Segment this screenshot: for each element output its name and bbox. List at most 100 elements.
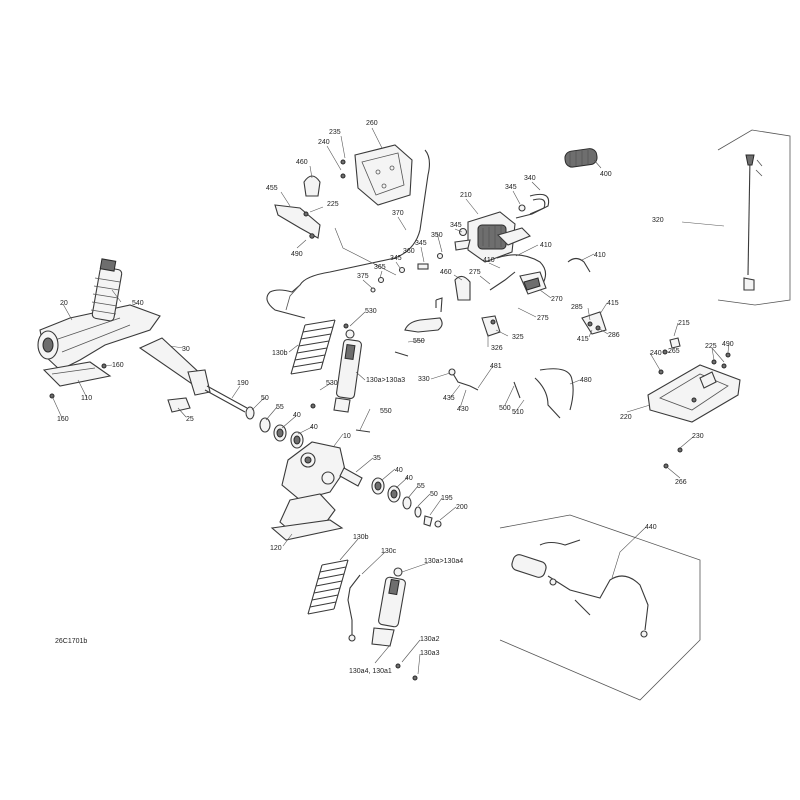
callout-340: 340 [524,175,536,182]
filter-400 [564,148,598,168]
callout-365: 365 [374,264,386,271]
callout-200: 200 [456,504,468,511]
callout-50: 50 [261,395,269,402]
hose-340 [515,193,550,219]
callout-500: 500 [499,405,511,412]
clamp-25 [167,397,191,413]
callout-160: 160 [57,416,69,423]
callout-550: 550 [413,338,425,345]
callout-375: 375 [357,273,369,280]
cable-480 [513,368,574,419]
clip-bracket-460 [303,175,321,197]
shock-absorber-540 [90,258,123,322]
callout-130b: 130b [353,534,369,541]
callout-415: 415 [607,300,619,307]
callout-320: 320 [652,217,664,224]
callout-345: 345 [450,222,462,229]
callout-510: 510 [512,409,524,416]
shock-130a-top [333,329,362,413]
callout-40: 40 [405,475,413,482]
callout-265: 265 [668,348,680,355]
coil-spring-130b-lower [307,559,349,615]
callout-130a2: 130a2 [420,636,440,643]
relay-270 [519,271,547,295]
leader-lines [51,127,730,675]
washers-lower [371,477,442,528]
clip-460b [454,275,471,301]
callout-225: 225 [705,343,717,350]
callout-550: 550 [380,408,392,415]
shock-130a-lower [371,567,418,681]
callout-460: 460 [440,269,452,276]
callout-330: 330 [418,376,430,383]
callout-326: 326 [491,345,503,352]
coil-spring-130b [290,319,336,375]
callout-130a3: 130a3 [420,650,440,657]
callout-540: 540 [132,300,144,307]
callout-345: 345 [505,184,517,191]
callout-210: 210 [460,192,472,199]
callout-labels: 260 235 240 460 455 225 490 370 210 345 … [55,120,734,675]
plate-bracket-455 [274,204,321,239]
callout-240: 240 [318,139,330,146]
shaft-190 [204,385,248,413]
callout-260: 260 [366,120,378,127]
callout-270: 270 [551,296,563,303]
callout-40: 40 [395,467,403,474]
callout-275: 275 [469,269,481,276]
callout-50: 50 [430,491,438,498]
callout-481: 481 [490,363,502,370]
callout-235: 235 [329,129,341,136]
callout-490: 490 [291,251,303,258]
callout-20: 20 [60,300,68,307]
callout-240: 240 [650,350,662,357]
callout-410: 410 [483,257,495,264]
callout-460: 460 [296,159,308,166]
callout-350: 350 [431,232,443,239]
cable-330 [448,368,479,391]
sensor-cable-130c [347,574,361,642]
document-id: 26C1701b [55,638,87,645]
callout-160: 160 [112,362,124,369]
small-bolts-240-235 [340,159,346,179]
callout-410: 410 [540,242,552,249]
bolts-530-550 [310,323,409,433]
callout-286: 286 [608,332,620,339]
fittings-345-350-360-365 [370,204,526,293]
callout-130b: 130b [272,350,288,357]
bracket-275 [435,297,443,313]
mounting-bracket-260 [354,144,413,206]
callout-220: 220 [620,414,632,421]
callout-120: 120 [270,545,282,552]
callout-130c: 130c [381,548,397,555]
callout-360: 360 [403,248,415,255]
air-hose-370 [266,149,431,319]
callout-25: 25 [186,416,194,423]
callout-40: 40 [310,424,318,431]
callout-480: 480 [580,377,592,384]
callout-345: 345 [390,255,402,262]
callout-55: 55 [276,404,284,411]
callout-285: 285 [571,304,583,311]
spacer-35 [339,467,363,487]
callout-230: 230 [692,433,704,440]
callout-215: 215 [678,320,690,327]
base-plate-220 [647,364,741,423]
callout-35: 35 [373,455,381,462]
pivot-bracket-10 [281,441,346,501]
callout-345: 345 [415,240,427,247]
callout-225: 225 [327,201,339,208]
callout-130a4-130a1: 130a4, 130a1 [349,668,392,675]
callout-435: 435 [443,395,455,402]
callout-10: 10 [343,433,351,440]
wiring-harness-440 [511,539,649,638]
callout-370: 370 [392,210,404,217]
callout-30: 30 [182,346,190,353]
callout-266: 266 [675,479,687,486]
callout-325: 325 [512,334,524,341]
air-compressor-210 [467,211,531,263]
rod-320 [743,154,763,291]
callout-195: 195 [441,495,453,502]
callout-490: 490 [722,341,734,348]
